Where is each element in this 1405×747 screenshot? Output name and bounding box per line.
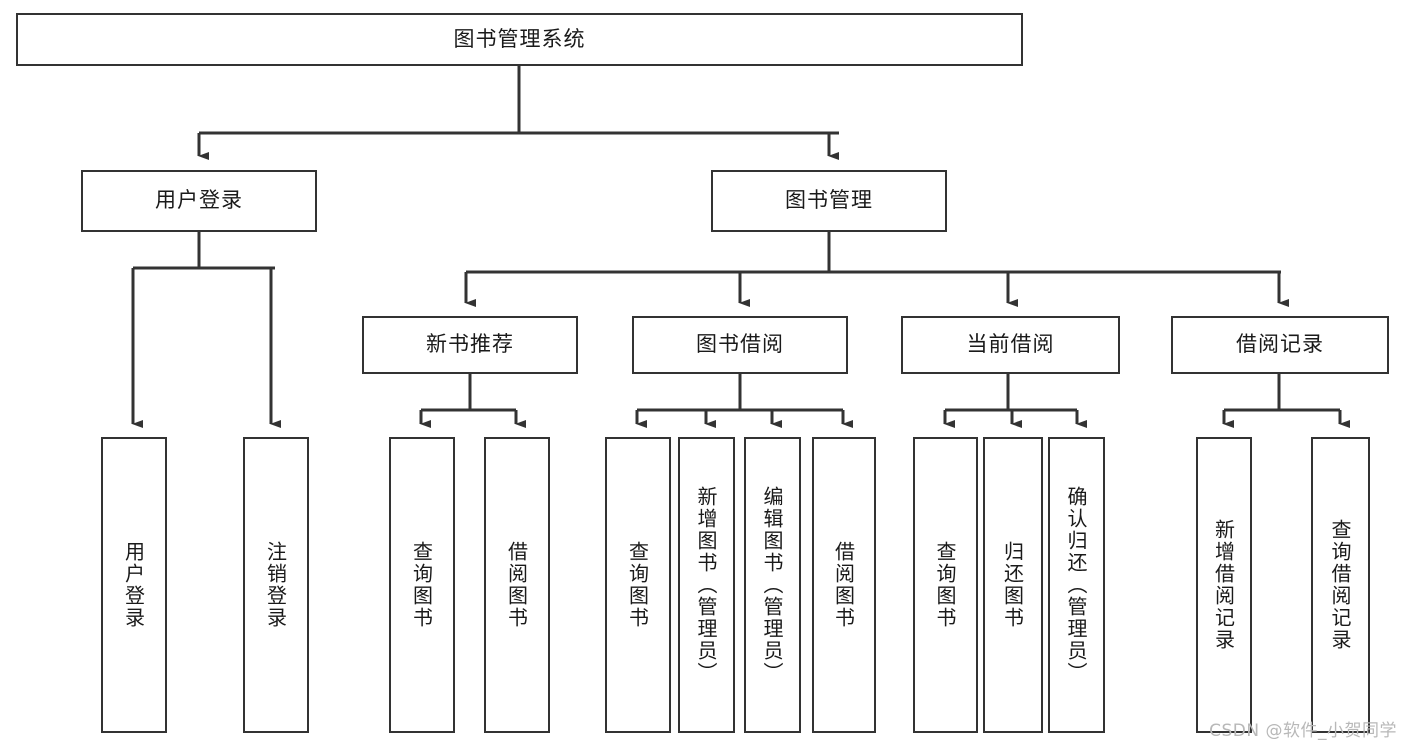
node-current-borrow[interactable]: 当前借阅 [901, 316, 1120, 374]
node-label: 图书管理 [785, 188, 873, 213]
node-label: 注销登录 [263, 541, 288, 629]
node-leaf-query-borrow-record[interactable]: 查询借阅记录 [1311, 437, 1370, 733]
node-borrow-record[interactable]: 借阅记录 [1171, 316, 1389, 374]
node-label: 新增借阅记录 [1211, 519, 1236, 651]
node-label: 查询借阅记录 [1328, 519, 1352, 651]
node-leaf-borrow-book[interactable]: 借阅图书 [812, 437, 876, 733]
node-label: 归还图书 [1000, 541, 1025, 629]
node-label: 用户登录 [155, 188, 243, 213]
node-leaf-edit-book-admin[interactable]: 编辑图书（管理员） [744, 437, 801, 733]
node-leaf-user-login[interactable]: 用户登录 [101, 437, 167, 733]
node-leaf-user-logout[interactable]: 注销登录 [243, 437, 309, 733]
node-label: 查询图书 [409, 541, 434, 629]
node-leaf-return-book[interactable]: 归还图书 [983, 437, 1043, 733]
node-label: 新书推荐 [426, 332, 514, 357]
node-leaf-query-book-current[interactable]: 查询图书 [913, 437, 978, 733]
node-leaf-confirm-return-admin[interactable]: 确认归还（管理员） [1048, 437, 1105, 733]
node-leaf-add-borrow-record[interactable]: 新增借阅记录 [1196, 437, 1252, 733]
node-leaf-borrow-book-recommend[interactable]: 借阅图书 [484, 437, 550, 733]
node-label: 当前借阅 [966, 332, 1055, 357]
node-label: 借阅记录 [1236, 332, 1324, 357]
node-leaf-query-book-borrow[interactable]: 查询图书 [605, 437, 671, 733]
node-label: 图书管理系统 [453, 26, 586, 51]
node-label: 借阅图书 [831, 541, 856, 629]
node-new-book-recommend[interactable]: 新书推荐 [362, 316, 578, 374]
node-leaf-add-book-admin[interactable]: 新增图书（管理员） [678, 437, 735, 733]
node-label: 图书借阅 [696, 332, 784, 357]
node-label: 借阅图书 [504, 541, 529, 629]
node-label: 查询图书 [933, 541, 957, 629]
node-label: 用户登录 [121, 541, 146, 629]
node-user-login[interactable]: 用户登录 [81, 170, 317, 232]
node-leaf-query-book-recommend[interactable]: 查询图书 [389, 437, 455, 733]
node-label: 确认归还（管理员） [1064, 486, 1088, 684]
node-label: 新增图书（管理员） [694, 486, 718, 684]
node-label: 查询图书 [625, 541, 650, 629]
node-label: 编辑图书（管理员） [760, 486, 784, 684]
node-root-system[interactable]: 图书管理系统 [16, 13, 1023, 66]
node-book-borrow[interactable]: 图书借阅 [632, 316, 848, 374]
node-book-manage[interactable]: 图书管理 [711, 170, 947, 232]
